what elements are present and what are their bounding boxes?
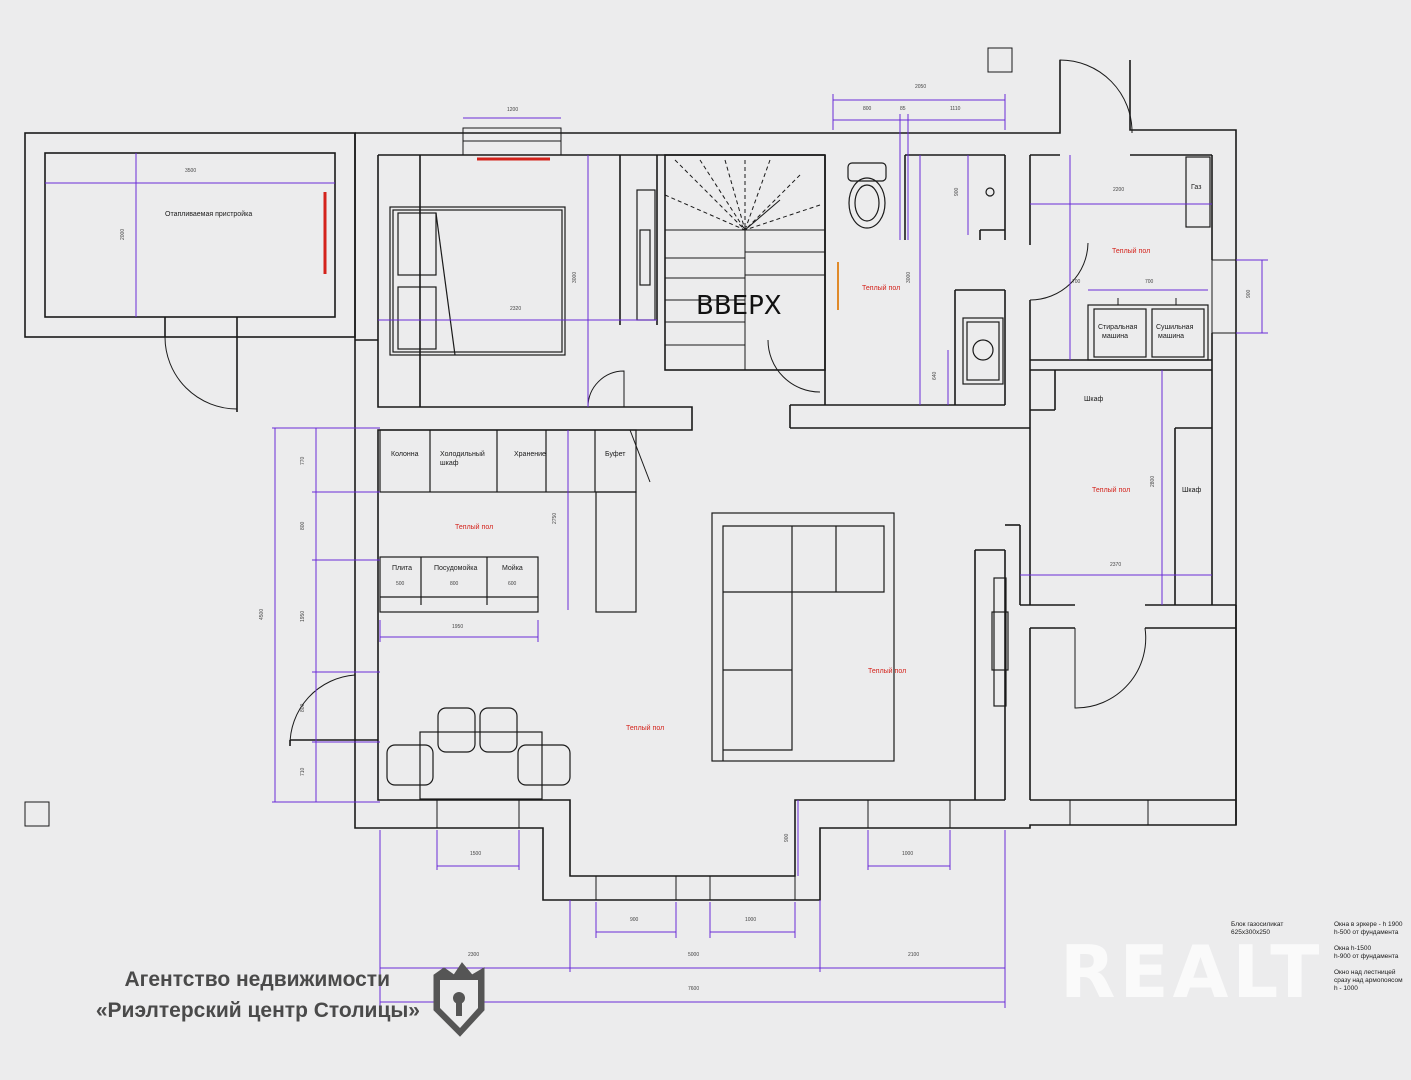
label-washer-2: машина bbox=[1102, 333, 1128, 340]
note-block-2: 625х300х250 bbox=[1231, 929, 1270, 936]
furniture bbox=[379, 156, 1211, 800]
label-washer-1: Стиральная bbox=[1098, 324, 1137, 331]
note-win-3: Окна h-1500 bbox=[1334, 945, 1372, 952]
note-block-1: Блок газосиликат bbox=[1231, 921, 1283, 928]
note-win-4: h-900 от фундамента bbox=[1334, 953, 1399, 960]
agency-logo-icon bbox=[433, 962, 485, 1037]
agency-line-1: Агентство недвижимости bbox=[124, 968, 390, 991]
dim-bed-2320: 2320 bbox=[510, 306, 521, 312]
agency-name: Агентство недвижимости «Риэлтерский цент… bbox=[40, 968, 420, 1023]
label-buffet: Буфет bbox=[605, 451, 626, 458]
watermark-logo: REALT bbox=[1060, 930, 1324, 1014]
dim-win-1500: 1500 bbox=[470, 851, 481, 857]
dim-counter-1950: 1950 bbox=[452, 624, 463, 630]
dim-window-900: 900 bbox=[1246, 289, 1252, 298]
heated-floor-laundry: Теплый пол bbox=[1112, 247, 1150, 255]
dim-hall-2370: 2370 bbox=[1110, 562, 1121, 568]
dim-bath-3000: 3000 bbox=[906, 272, 912, 283]
heated-floor-labels: Теплый пол Теплый пол Теплый пол Теплый … bbox=[455, 247, 1150, 732]
dim-hall-2800: 2800 bbox=[1150, 476, 1156, 487]
label-column: Колонна bbox=[391, 451, 419, 458]
dim-win-1000b: 1000 bbox=[902, 851, 913, 857]
label-stairs-up: ВВЕРХ bbox=[696, 291, 782, 321]
dim-bottom-5000: 5000 bbox=[688, 952, 699, 958]
dim-annex-width: 3500 bbox=[185, 168, 196, 174]
heated-floor-living: Теплый пол bbox=[868, 667, 906, 675]
dim-win-900: 900 bbox=[630, 917, 639, 923]
dim-kitchen-4500: 4500 bbox=[259, 609, 265, 620]
label-fridge-1: Холодильный bbox=[440, 450, 485, 458]
dim-bottom-7600: 7600 bbox=[688, 986, 699, 992]
dim-wc-800: 800 bbox=[863, 106, 872, 112]
label-fridge-2: шкаф bbox=[440, 460, 459, 467]
dim-kitchen-800: 800 bbox=[300, 521, 306, 530]
dim-wc-900: 900 bbox=[954, 187, 960, 196]
dim-kitchen-1950v: 1950 bbox=[300, 611, 306, 622]
room-labels: Отапливаемая пристройка ВВЕРХ Газ Стирал… bbox=[165, 184, 1202, 572]
walls bbox=[24, 60, 1237, 901]
label-annex: Отапливаемая пристройка bbox=[165, 210, 252, 218]
dim-bottom-2100: 2100 bbox=[908, 952, 919, 958]
dim-stove-500: 500 bbox=[396, 581, 405, 587]
label-sink: Мойка bbox=[502, 564, 523, 572]
dim-kitchen-800b: 800 bbox=[300, 703, 306, 712]
dim-wc-width: 2050 bbox=[915, 84, 926, 90]
note-win-5: Окно над лестницей bbox=[1334, 968, 1396, 976]
dim-kitchen-710: 710 bbox=[300, 767, 306, 776]
dim-wc-1110: 1110 bbox=[950, 106, 961, 112]
staircase bbox=[664, 154, 826, 371]
dim-sink-600: 600 bbox=[508, 581, 517, 587]
dim-wc-85: 85 bbox=[900, 106, 906, 112]
dim-annex-depth: 2000 bbox=[120, 229, 126, 240]
label-wardrobe-1: Шкаф bbox=[1084, 396, 1104, 403]
dim-bed-window: 1200 bbox=[507, 107, 518, 113]
dim-kitchen-770: 770 bbox=[300, 456, 306, 465]
heated-floor-kitchen: Теплый пол bbox=[455, 523, 493, 531]
dim-bath-640: 640 bbox=[932, 371, 938, 380]
radiators bbox=[323, 157, 839, 310]
windows bbox=[24, 47, 1237, 901]
label-gas: Газ bbox=[1191, 184, 1201, 191]
note-win-2: h-500 от фундамента bbox=[1334, 929, 1399, 936]
note-win-1: Окна в эркере - h 1900 bbox=[1334, 921, 1403, 928]
heated-floor-hall: Теплый пол bbox=[1092, 486, 1130, 494]
note-win-7: h - 1000 bbox=[1334, 985, 1358, 992]
dim-laundry-width: 2200 bbox=[1113, 187, 1124, 193]
heated-floor-dining: Теплый пол bbox=[626, 724, 664, 732]
dim-dish-800: 800 bbox=[450, 581, 459, 587]
dim-win-1000a: 1000 bbox=[745, 917, 756, 923]
legend-notes: Блок газосиликат 625х300х250 Окна в эрке… bbox=[1231, 921, 1403, 992]
heated-floor-wc: Теплый пол bbox=[862, 284, 900, 292]
dim-bottom-2300: 2300 bbox=[468, 952, 479, 958]
dimension-lines bbox=[45, 94, 1268, 1008]
label-storage: Хранение bbox=[514, 451, 546, 458]
label-dishwasher: Посудомойка bbox=[434, 564, 478, 572]
dimension-labels: 3500 2000 1200 2050 800 85 1110 2200 900… bbox=[120, 84, 1252, 992]
dim-laundry-700: 700 bbox=[1072, 279, 1081, 285]
dim-kitchen-2750: 2750 bbox=[552, 513, 558, 524]
label-stove: Плита bbox=[392, 565, 412, 572]
agency-line-2: «Риэлтерский центр Столицы» bbox=[95, 999, 420, 1022]
note-win-6: сразу над армопоясом bbox=[1334, 977, 1403, 984]
label-wardrobe-2: Шкаф bbox=[1182, 487, 1202, 494]
label-dryer-1: Сушильная bbox=[1156, 324, 1194, 331]
dim-bay-900: 900 bbox=[784, 833, 790, 842]
dim-laundry-700b: 700 bbox=[1145, 279, 1154, 285]
label-dryer-2: машина bbox=[1158, 333, 1184, 340]
door-swings bbox=[164, 59, 1147, 747]
dim-bed-3000: 3000 bbox=[572, 272, 578, 283]
